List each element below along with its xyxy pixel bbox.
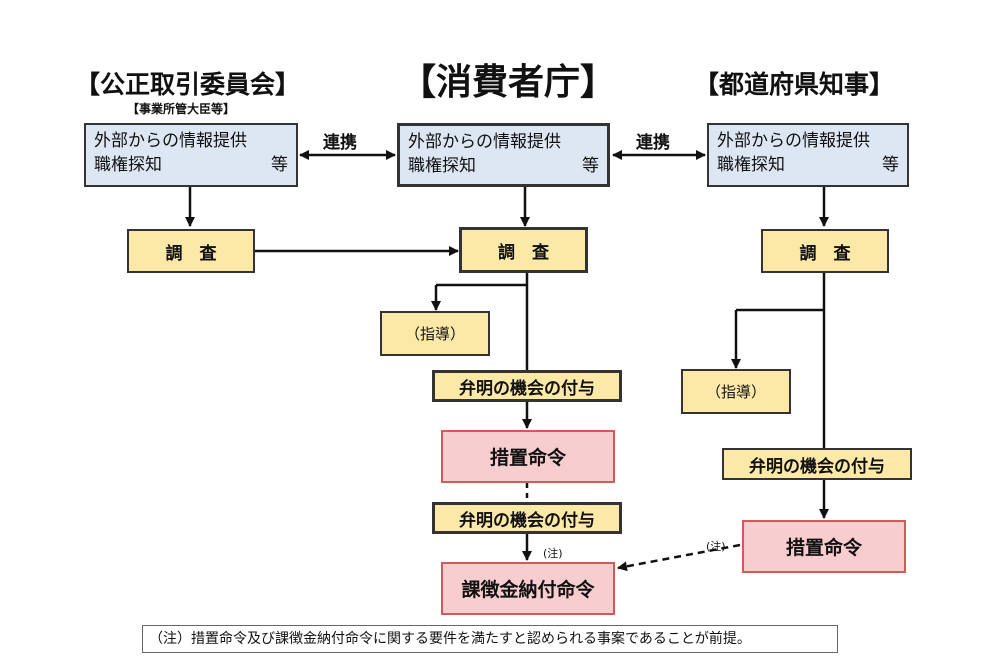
footnote: （注）措置命令及び課徴金納付命令に関する要件を満たすと認められる事案であることが… (142, 625, 838, 653)
info-box-right: 外部からの情報提供 職権探知 等 (707, 123, 909, 187)
info-box-right-line2: 職権探知 等 (717, 153, 899, 177)
note-mark-right: (注) (706, 540, 726, 553)
hearing-box-center-1: 弁明の機会の付与 (432, 370, 622, 402)
investigation-box-right: 調 査 (761, 229, 889, 273)
surcharge-order-box: 課徴金納付命令 (441, 562, 615, 615)
info-box-right-line1: 外部からの情報提供 (717, 131, 870, 151)
hearing-box-center-2: 弁明の機会の付与 (432, 502, 622, 534)
title-consumer-affairs-agency: 【消費者庁】 (400, 62, 617, 103)
title-fair-trade-commission: 【公正取引委員会】 (75, 70, 301, 99)
order-box-right: 措置命令 (742, 520, 906, 573)
note-mark-center: (注) (543, 547, 563, 560)
link-label-left: 連携 (323, 133, 357, 153)
info-box-left-line2: 職権探知 等 (94, 153, 288, 177)
info-box-left-line2-left: 職権探知 (94, 155, 162, 175)
investigation-box-left: 調 査 (127, 229, 255, 273)
title-ministers-subtitle: 【事業所管大臣等】 (127, 102, 236, 116)
hearing-box-right: 弁明の機会の付与 (722, 448, 912, 480)
title-prefectural-governors: 【都道府県知事】 (694, 70, 895, 99)
info-box-left-line1: 外部からの情報提供 (94, 131, 247, 151)
guidance-box-center: （指導） (380, 311, 490, 356)
info-box-center-line2-right: 等 (582, 156, 599, 176)
info-box-left: 外部からの情報提供 職権探知 等 (84, 123, 298, 187)
link-label-right: 連携 (636, 133, 670, 153)
info-box-center-line2: 職権探知 等 (408, 154, 599, 178)
info-box-right-line2-left: 職権探知 (717, 155, 785, 175)
info-box-left-line2-right: 等 (271, 155, 288, 175)
info-box-right-line2-right: 等 (882, 155, 899, 175)
info-box-center: 外部からの情報提供 職権探知 等 (397, 123, 610, 187)
info-box-center-line1: 外部からの情報提供 (408, 132, 561, 152)
order-box-center: 措置命令 (441, 430, 615, 483)
guidance-box-right: （指導） (681, 369, 791, 414)
arrow-right-order-to-surcharge (617, 543, 741, 572)
investigation-box-center: 調 査 (459, 227, 588, 273)
info-box-center-line2-left: 職権探知 (408, 156, 476, 176)
